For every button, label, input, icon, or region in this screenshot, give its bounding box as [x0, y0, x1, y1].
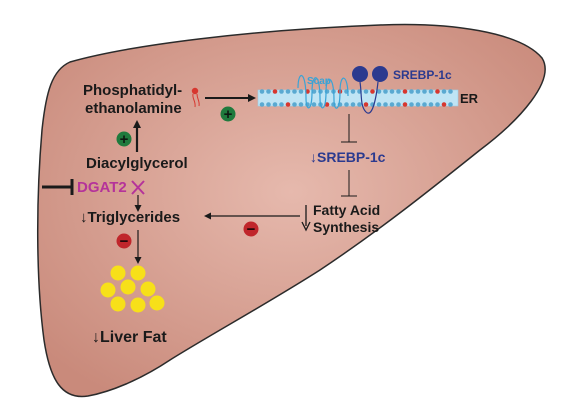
- scap-label: Scap: [307, 76, 331, 87]
- lipid-head-bottom: [357, 102, 362, 107]
- lipid-head-top: [311, 89, 317, 94]
- lipid-head-bottom: [441, 102, 447, 107]
- phosphatidyl-label: Phosphatidyl-: [83, 82, 182, 99]
- triglycerides-label: ↓Triglycerides: [80, 209, 180, 226]
- lipid-head-top: [422, 89, 427, 94]
- plus-badge-dag-pe: +: [116, 131, 132, 148]
- lipid-head-bottom: [292, 102, 297, 107]
- srebp-down-label: ↓SREBP-1c: [310, 149, 386, 165]
- lipid-head-top: [324, 89, 330, 94]
- minus-badge-tg-fat: −: [116, 233, 132, 250]
- lipid-head-top: [402, 89, 408, 94]
- lipid-head-bottom: [415, 102, 421, 107]
- lipid-head-top: [298, 89, 304, 94]
- dgat2-cross-icon: [131, 180, 145, 195]
- lipid-head-top: [279, 89, 284, 94]
- srebp-membrane-label: SREBP-1c: [393, 68, 452, 82]
- diacylglycerol-label: Diacylglycerol: [86, 155, 188, 172]
- lipid-head-bottom: [396, 102, 401, 107]
- lipid-head-top: [428, 89, 434, 94]
- liver-shape: [36, 23, 546, 398]
- fatty-acid-label-line2: Synthesis: [313, 219, 379, 235]
- ethanolamine-label: ethanolamine: [85, 100, 182, 117]
- lipid-head-top: [259, 89, 265, 94]
- lipid-head-bottom: [350, 102, 356, 107]
- lipid-head-bottom: [272, 102, 278, 107]
- minus-badge-fa-tg: −: [243, 221, 259, 238]
- lipid-head-top: [266, 89, 271, 94]
- lipid-head-top: [292, 89, 297, 94]
- lipid-head-top: [415, 89, 421, 94]
- lipid-head-bottom: [435, 102, 440, 107]
- plus-badge-pe-er: +: [220, 106, 236, 123]
- lipid-head-bottom: [363, 102, 369, 107]
- svg-text:+: +: [224, 106, 233, 123]
- lipid-head-top: [272, 89, 278, 94]
- lipid-head-bottom: [344, 102, 349, 107]
- srebp-domain-1: [352, 66, 368, 82]
- lipid-head-top: [363, 89, 369, 94]
- lipid-head-top: [376, 89, 382, 94]
- lipid-head-bottom: [376, 102, 382, 107]
- lipid-head-top: [435, 89, 440, 94]
- dgat2-label: DGAT2: [77, 179, 127, 196]
- fat-droplets: [100, 265, 165, 313]
- lipid-head-top: [396, 89, 401, 94]
- fatty-acid-label-line1: Fatty Acid: [313, 202, 380, 218]
- liver-fat-label: ↓Liver Fat: [92, 329, 167, 346]
- lipid-head-bottom: [279, 102, 284, 107]
- lipid-head-top: [448, 89, 453, 94]
- lipid-head-bottom: [259, 102, 265, 107]
- scap-protein: [297, 75, 349, 109]
- lipid-head-top: [285, 89, 291, 94]
- lipid-head-bottom: [285, 102, 291, 107]
- lipid-head-bottom: [266, 102, 271, 107]
- srebp-domain-2: [372, 66, 388, 82]
- svg-text:−: −: [247, 221, 256, 238]
- lipid-head-top: [389, 89, 395, 94]
- er-label: ER: [460, 91, 479, 106]
- lipid-head-top: [350, 89, 356, 94]
- lipid-head-top: [383, 89, 388, 94]
- lipid-head-bottom: [324, 102, 330, 107]
- lipid-head-top: [409, 89, 414, 94]
- svg-text:+: +: [120, 131, 129, 148]
- lipid-head-bottom: [422, 102, 427, 107]
- lipid-head-bottom: [383, 102, 388, 107]
- lipid-head-bottom: [428, 102, 434, 107]
- lipid-head-bottom: [389, 102, 395, 107]
- lipid-head-bottom: [298, 102, 304, 107]
- lipid-head-bottom: [402, 102, 408, 107]
- lipid-head-bottom: [409, 102, 414, 107]
- fatty-acid-down-arrow: [301, 205, 311, 232]
- srebp-membrane-protein: [359, 81, 379, 114]
- lipid-molecule-icon: [191, 87, 200, 108]
- lipid-head-top: [370, 89, 375, 94]
- lipid-head-bottom: [311, 102, 317, 107]
- svg-text:−: −: [120, 233, 129, 250]
- er-membrane: [257, 89, 459, 107]
- lipid-head-bottom: [448, 102, 453, 107]
- lipid-head-top: [441, 89, 447, 94]
